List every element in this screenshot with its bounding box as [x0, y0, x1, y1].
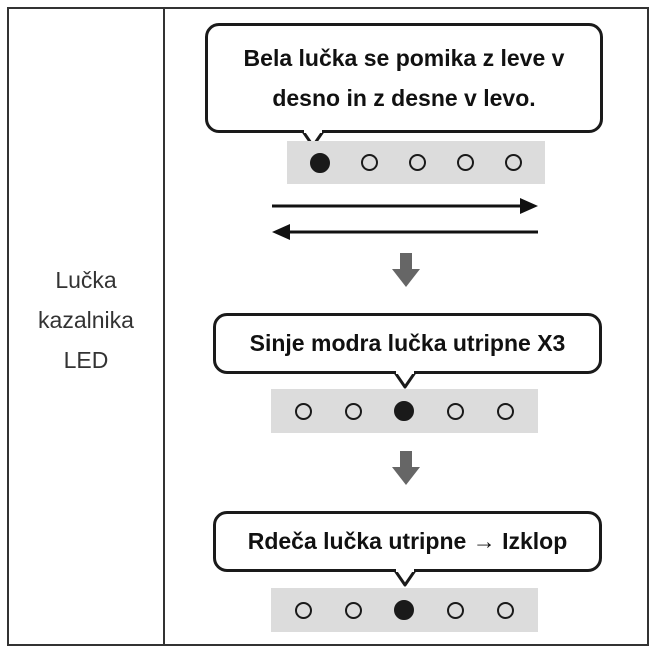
row-label-line1: Lučka	[55, 267, 117, 293]
led-on	[394, 401, 415, 421]
led-off	[504, 154, 522, 171]
led-off	[447, 601, 465, 619]
step-3-text: Rdeča lučka utripne → Izklop	[247, 528, 568, 554]
led-off	[456, 154, 474, 171]
speech-bubble-tail-icon	[302, 130, 324, 148]
speech-bubble-step-2: Sinje modra lučka utripne X3	[213, 313, 602, 389]
step-2-text: Sinje modra lučka utripne X3	[249, 330, 566, 356]
double-arrow-left-right-icon	[272, 198, 538, 240]
row-label-line2: kazalnika	[38, 307, 134, 333]
table-frame	[7, 7, 649, 646]
led-on	[394, 600, 415, 620]
led-strip-step-2	[271, 389, 538, 433]
row-label: Lučka kazalnika LED	[9, 260, 163, 380]
led-off	[295, 601, 313, 619]
speech-bubble-step-3: Rdeča lučka utripne → Izklop	[213, 511, 602, 587]
speech-bubble-step-1: Bela lučka se pomika z leve v desno in z…	[205, 23, 603, 148]
step-1-text-line2: desno in z desne v levo.	[272, 85, 536, 111]
down-arrow-icon	[392, 253, 420, 287]
column-divider	[163, 7, 165, 646]
led-strip-step-1	[287, 141, 545, 184]
speech-bubble-tail-icon	[394, 371, 416, 389]
led-off	[361, 154, 379, 171]
down-arrow-icon	[392, 451, 420, 485]
led-off	[496, 601, 514, 619]
led-off	[295, 402, 313, 420]
led-off	[447, 402, 465, 420]
step-1-text-line1: Bela lučka se pomika z leve v	[243, 45, 565, 71]
led-strip-step-3	[271, 588, 538, 632]
led-off	[344, 601, 362, 619]
led-off	[408, 154, 426, 171]
speech-bubble-tail-icon	[394, 569, 416, 587]
led-off	[344, 402, 362, 420]
led-on	[310, 152, 331, 173]
row-label-line3: LED	[63, 347, 109, 373]
led-off	[496, 402, 514, 420]
